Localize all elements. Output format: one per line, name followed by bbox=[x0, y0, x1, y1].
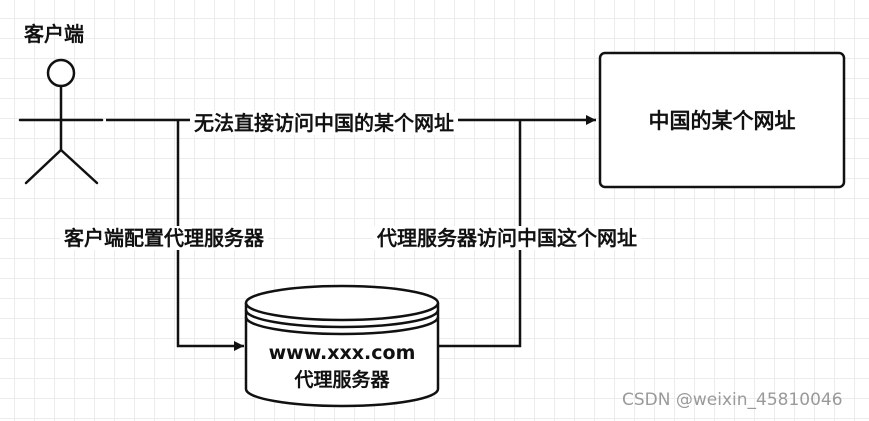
proxy-server-cylinder-icon bbox=[244, 284, 440, 408]
target-site-label: 中国的某个网址 bbox=[648, 109, 796, 133]
watermark-text: CSDN @weixin_45810046 bbox=[622, 390, 843, 410]
edge-client-to-proxy-label: 客户端配置代理服务器 bbox=[60, 226, 268, 250]
edge-proxy-to-target-label: 代理服务器访问中国这个网址 bbox=[373, 226, 641, 250]
target-site-box bbox=[598, 51, 846, 189]
edge-proxy-to-target-line bbox=[439, 120, 522, 348]
proxy-url-label: www.xxx.com bbox=[268, 342, 416, 364]
edge-direct-label: 无法直接访问中国的某个网址 bbox=[190, 111, 458, 135]
proxy-name-label: 代理服务器 bbox=[294, 369, 390, 391]
client-actor-icon bbox=[18, 58, 104, 185]
client-label: 客户端 bbox=[24, 22, 84, 46]
edge-client-to-proxy-line bbox=[176, 120, 244, 351]
